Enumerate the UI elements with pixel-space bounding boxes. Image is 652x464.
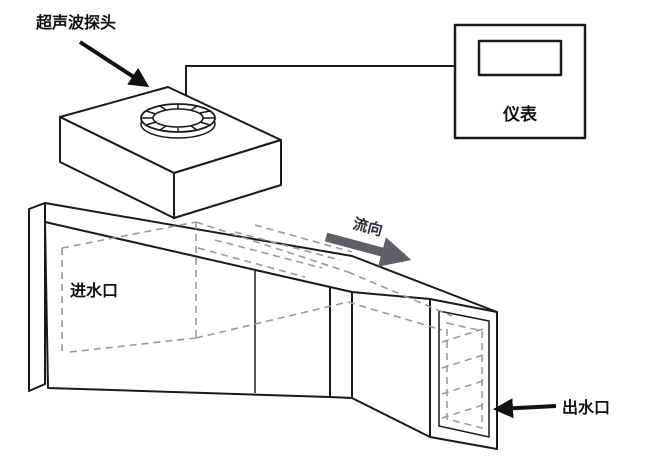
probe-label: 超声波探头	[35, 13, 116, 32]
signal-wire	[185, 65, 455, 103]
meter-box: 仪表	[453, 23, 587, 140]
outlet-arrow-icon	[493, 398, 557, 419]
outlet-hidden-hatch	[441, 321, 487, 430]
flow-arrow-icon	[324, 232, 412, 267]
outlet-label: 出水口	[562, 398, 610, 417]
probe-cap	[140, 103, 216, 139]
channel-far-rim	[44, 202, 353, 257]
meter-display	[477, 39, 563, 77]
inlet-flange-plate	[28, 202, 46, 392]
outlet-far-rim	[351, 255, 498, 313]
meter-outline	[453, 23, 587, 140]
inlet-label: 进水口	[70, 281, 118, 300]
outlet-end-face	[429, 298, 498, 450]
probe-housing	[59, 86, 282, 219]
inlet-front-wall	[44, 221, 331, 398]
flow-direction-label: 流向	[351, 214, 385, 239]
meter-label: 仪表	[502, 104, 538, 124]
housing-right-face	[173, 139, 282, 219]
probe-arrow-icon	[78, 40, 150, 88]
outlet-front-wall	[351, 291, 431, 438]
outlet-opening-rim	[438, 310, 490, 438]
hidden-edges	[61, 221, 453, 353]
flume-body	[28, 202, 498, 450]
probe-cap-knurling	[141, 104, 215, 132]
